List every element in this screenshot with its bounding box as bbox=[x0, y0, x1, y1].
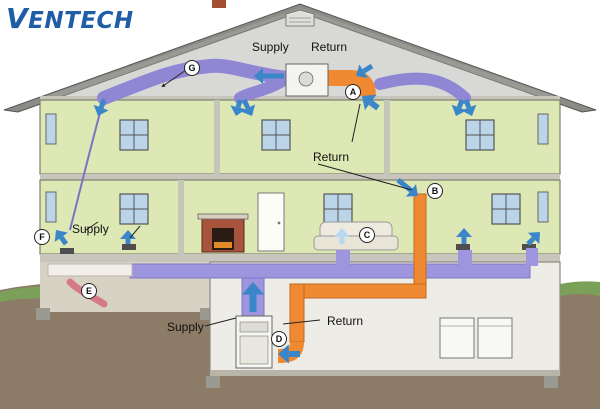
window bbox=[261, 119, 291, 151]
flow-arrow bbox=[451, 99, 467, 116]
flow-arrow bbox=[230, 99, 246, 116]
marker-f: F bbox=[34, 229, 50, 245]
leader-lines bbox=[85, 69, 413, 327]
floor-register bbox=[456, 244, 470, 250]
side-windows bbox=[45, 113, 549, 223]
marker-b: B bbox=[427, 183, 443, 199]
flow-arrow bbox=[334, 228, 350, 244]
flow-arrow bbox=[356, 63, 374, 79]
washer-dryer bbox=[439, 317, 513, 359]
label-supply-basement: Supply bbox=[167, 320, 204, 334]
floor-register bbox=[122, 244, 136, 250]
attic-air-handler bbox=[285, 63, 329, 97]
flow-arrow bbox=[93, 99, 109, 116]
label-return-attic: Return bbox=[311, 40, 348, 54]
first-floor bbox=[39, 179, 561, 262]
label-return-hall: Return bbox=[313, 150, 350, 164]
fireplace bbox=[197, 213, 249, 253]
flow-arrow bbox=[461, 99, 477, 116]
brand-logo: VENTECH bbox=[6, 2, 134, 35]
flow-arrow bbox=[54, 230, 69, 246]
supply-ducts bbox=[69, 58, 538, 319]
floor-register bbox=[60, 248, 74, 254]
window bbox=[465, 119, 495, 151]
marker-e: E bbox=[81, 283, 97, 299]
label-supply-left: Supply bbox=[72, 222, 109, 236]
floor-registers bbox=[60, 244, 536, 254]
attic-floor bbox=[40, 96, 560, 100]
floor-register bbox=[522, 244, 536, 250]
flow-arrow bbox=[526, 232, 540, 246]
marker-a: A bbox=[345, 84, 361, 100]
marker-c: C bbox=[359, 227, 375, 243]
window bbox=[491, 193, 521, 225]
flow-arrow bbox=[120, 230, 136, 244]
flow-arrow bbox=[278, 344, 300, 364]
windows bbox=[119, 119, 521, 225]
label-supply-attic: Supply bbox=[252, 40, 289, 54]
marker-g: G bbox=[184, 60, 200, 76]
marker-d: D bbox=[271, 331, 287, 347]
flow-arrow bbox=[362, 94, 380, 111]
window bbox=[119, 119, 149, 151]
label-return-basement: Return bbox=[327, 314, 364, 328]
flow-arrow bbox=[240, 98, 256, 116]
flow-arrow bbox=[254, 68, 284, 84]
sofa bbox=[313, 221, 399, 251]
flow-arrow bbox=[241, 282, 265, 312]
window bbox=[119, 193, 149, 225]
chimney bbox=[212, 0, 226, 8]
door bbox=[257, 192, 285, 252]
furnace bbox=[235, 315, 273, 369]
flow-arrow bbox=[456, 228, 472, 244]
window bbox=[323, 193, 353, 225]
